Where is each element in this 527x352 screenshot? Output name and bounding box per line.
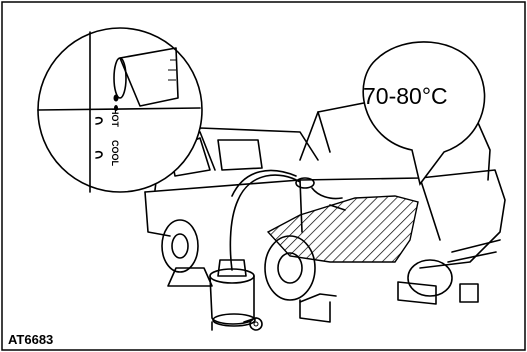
hot-mark-label: HOT — [110, 108, 120, 128]
cool-mark-label: COOL — [110, 140, 120, 167]
drop-icon — [114, 95, 119, 102]
coolant-level-inset: HOT COOL — [38, 28, 202, 192]
engine-compartment — [268, 196, 418, 262]
temperature-text: 70-80°C — [363, 83, 448, 109]
figure-code: AT6683 — [8, 332, 53, 347]
drop-icon — [114, 105, 118, 111]
jack-stands — [168, 268, 478, 322]
coolant-tank — [210, 260, 262, 330]
temperature-callout: 70-80°C — [363, 42, 485, 184]
